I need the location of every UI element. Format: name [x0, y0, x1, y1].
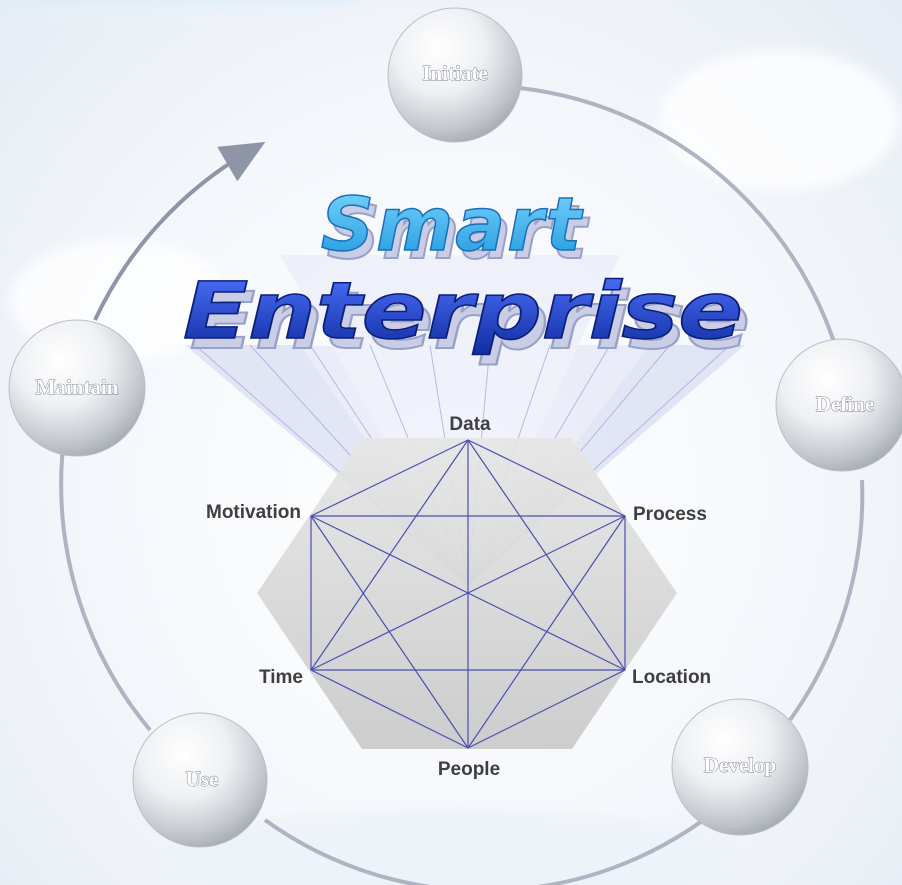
label-time: Time	[259, 667, 303, 688]
stage-initiate: Initiate	[387, 7, 523, 143]
title-smart: Smart	[321, 182, 584, 268]
label-data: Data	[449, 414, 491, 435]
label-motivation: Motivation	[206, 502, 301, 523]
title-enterprise: Enterprise	[183, 267, 743, 357]
stage-label-maintain: Maintain	[36, 375, 119, 399]
stage-maintain: Maintain	[8, 319, 146, 457]
hexagon-connections	[310, 439, 626, 749]
stage-label-initiate: Initiate	[422, 61, 487, 85]
stage-define: Define	[775, 338, 902, 472]
cycle-ring	[59, 86, 865, 885]
label-location: Location	[632, 667, 711, 688]
title-enterprise-shadow: Enterprise	[190, 277, 750, 367]
hexagon-labels: Data Process Location People Time Motiva…	[206, 414, 711, 780]
stage-label-use: Use	[186, 767, 219, 791]
stage-label-develop: Develop	[704, 753, 776, 777]
title-smart-shadow: Smart	[327, 190, 590, 276]
title-group: Smart Smart Enterprise Enterprise	[182, 181, 751, 368]
stage-label-define: Define	[816, 392, 874, 416]
stage-use: Use	[132, 712, 268, 848]
label-people: People	[438, 759, 500, 780]
stage-develop: Develop	[671, 698, 809, 836]
label-process: Process	[633, 504, 707, 525]
